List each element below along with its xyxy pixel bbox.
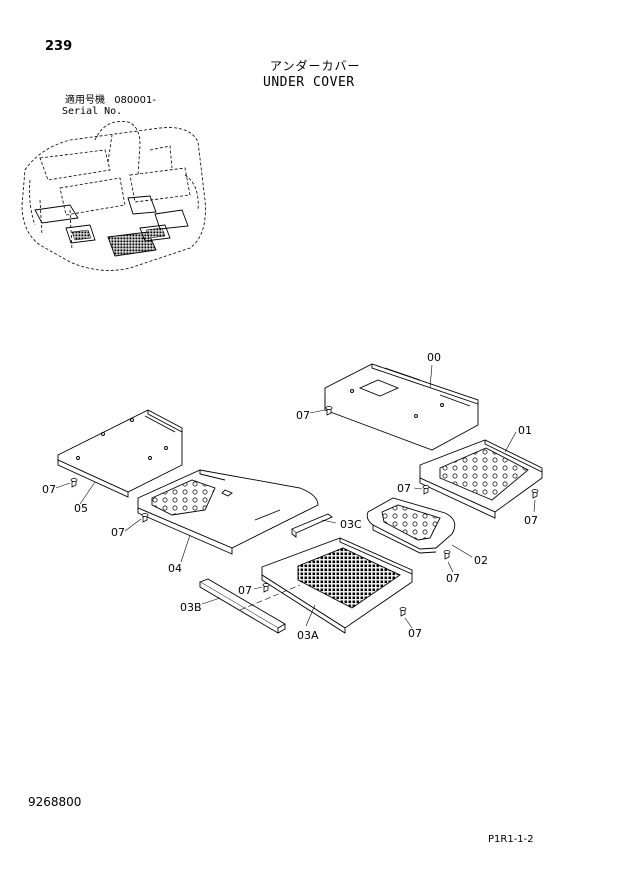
bolt-icon bbox=[422, 485, 430, 495]
serial-value: 080001- bbox=[114, 95, 156, 106]
part-03c-bar bbox=[291, 513, 333, 538]
callout-03b: 03B bbox=[180, 601, 202, 614]
leader-lines bbox=[55, 364, 536, 629]
part-00-cover-plate bbox=[324, 363, 479, 451]
bolt-icons bbox=[70, 406, 539, 617]
part-02-perforated-plate bbox=[366, 497, 456, 554]
callout-03a: 03A bbox=[297, 629, 319, 642]
machine-overview-sketch bbox=[21, 121, 206, 271]
part-04-large-plate bbox=[137, 469, 319, 555]
document-number: 9268800 bbox=[28, 795, 82, 809]
part-05-floor-plate bbox=[57, 409, 183, 498]
callout-07: 07 bbox=[524, 514, 538, 527]
callout-03c: 03C bbox=[340, 518, 362, 531]
serial-row-japanese: 適用号機 080001- bbox=[65, 96, 156, 106]
callout-05: 05 bbox=[74, 502, 88, 515]
callout-07: 07 bbox=[397, 482, 411, 495]
callout-01: 01 bbox=[518, 424, 532, 437]
callout-02: 02 bbox=[474, 554, 488, 567]
title-english: UNDER COVER bbox=[263, 75, 355, 90]
callout-04: 04 bbox=[168, 562, 182, 575]
page-number: 239 bbox=[45, 39, 73, 54]
part-03a-mesh-plate bbox=[261, 537, 413, 634]
callout-00: 00 bbox=[427, 351, 441, 364]
bolt-icon bbox=[399, 607, 407, 617]
callout-07: 07 bbox=[42, 483, 56, 496]
callout-07: 07 bbox=[296, 409, 310, 422]
callout-07: 07 bbox=[238, 584, 252, 597]
part-03b-long-bar bbox=[198, 578, 286, 634]
bolt-icon bbox=[531, 489, 539, 499]
title-japanese: アンダーカバー bbox=[270, 59, 361, 73]
part-01-perforated-plate bbox=[419, 439, 543, 519]
callout-07: 07 bbox=[446, 572, 460, 585]
serial-label-japanese: 適用号機 bbox=[65, 95, 105, 106]
callout-07: 07 bbox=[408, 627, 422, 640]
bolt-icon bbox=[141, 513, 149, 523]
bolt-icon bbox=[325, 406, 333, 416]
bolt-icon bbox=[70, 478, 78, 488]
bolt-icon bbox=[443, 550, 451, 560]
callout-07: 07 bbox=[111, 526, 125, 539]
serial-label-english: Serial No. bbox=[62, 106, 123, 117]
page-code: P1R1-1-2 bbox=[488, 834, 534, 845]
bolt-icon bbox=[262, 583, 270, 593]
